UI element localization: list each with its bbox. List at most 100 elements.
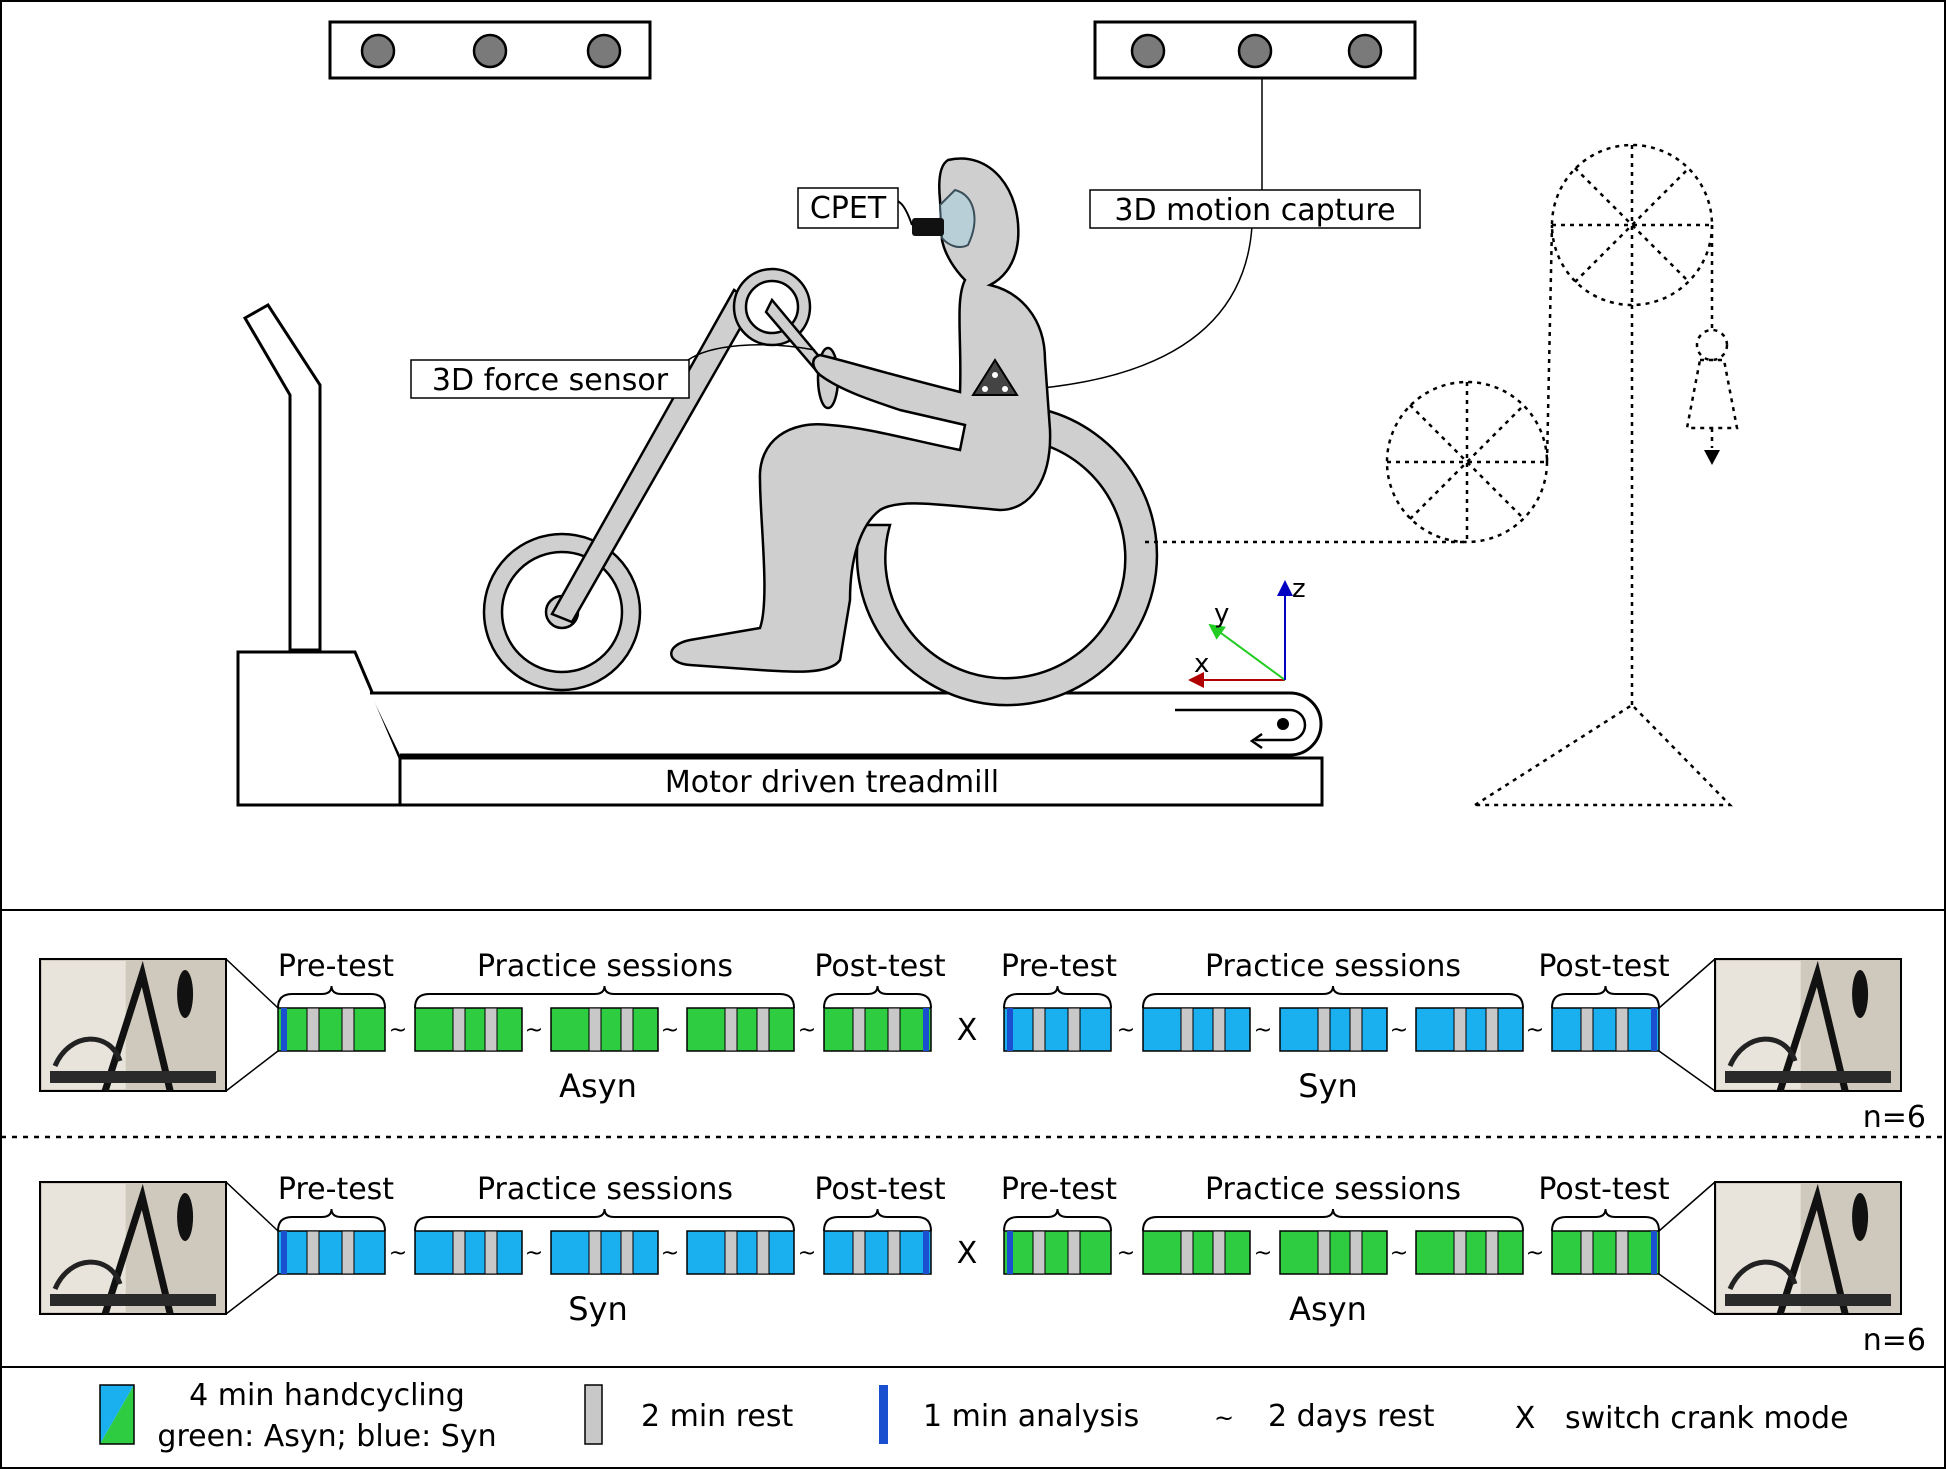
- phase-brace: [1003, 1208, 1112, 1232]
- post-test-label: Post-test: [1538, 949, 1669, 984]
- practice-sessions-label: Practice sessions: [477, 1172, 733, 1207]
- rest-bar: [1615, 1230, 1629, 1275]
- rest-bar: [484, 1007, 498, 1052]
- rest-bar: [756, 1007, 770, 1052]
- rest-bar: [1212, 1230, 1226, 1275]
- photo-crank-handle: [177, 970, 194, 1018]
- handcycling-block-Asyn: [686, 1007, 795, 1052]
- handcycling-block-Asyn: [550, 1007, 659, 1052]
- two-days-rest-marker: ~: [661, 1018, 679, 1043]
- rest-bar: [724, 1230, 738, 1275]
- rest-bar: [887, 1007, 901, 1052]
- rest-bar: [1212, 1007, 1226, 1052]
- rest-bar: [1580, 1230, 1594, 1275]
- rest-bar: [1180, 1230, 1194, 1275]
- rest-bar: [620, 1007, 634, 1052]
- two-days-rest-marker: ~: [1526, 1241, 1544, 1266]
- rest-bar: [1180, 1007, 1194, 1052]
- phase-brace: [277, 1208, 386, 1232]
- practice-sessions-label: Practice sessions: [477, 949, 733, 984]
- axis-z-label: z: [1292, 574, 1306, 604]
- crank-mode-label: Asyn: [1289, 1290, 1367, 1328]
- phase-brace: [823, 1208, 932, 1232]
- rest-bar: [588, 1230, 602, 1275]
- rest-bar: [341, 1007, 355, 1052]
- rest-bar: [588, 1007, 602, 1052]
- handcycling-block-Asyn: [277, 1007, 386, 1052]
- crank-mode-label: Asyn: [559, 1067, 637, 1105]
- handcycling-block-Syn: [823, 1230, 932, 1275]
- analysis-bar: [1007, 1231, 1013, 1274]
- legend-switch-symbol: X: [1515, 1401, 1536, 1436]
- post-test-label: Post-test: [1538, 1172, 1669, 1207]
- handcycling-block-Asyn: [1142, 1230, 1251, 1275]
- crank-mode-label: Syn: [568, 1290, 628, 1328]
- athlete-figure: [670, 157, 1052, 673]
- two-days-rest-marker: ~: [389, 1018, 407, 1043]
- legend-rest-swatch: [584, 1384, 603, 1445]
- rest-bar: [1349, 1007, 1363, 1052]
- label-cpet: CPET: [797, 187, 899, 229]
- rest-bar: [306, 1007, 320, 1052]
- rest-bar: [452, 1230, 466, 1275]
- legend-handcycling-line2: green: Asyn; blue: Syn: [157, 1419, 496, 1454]
- crank-mode-label: Syn: [1298, 1067, 1358, 1105]
- two-days-rest-marker: ~: [1390, 1018, 1408, 1043]
- photo-cable: [52, 1036, 123, 1068]
- photo-floor: [50, 1294, 216, 1306]
- legend: 4 min handcycling green: Asyn; blue: Syn…: [99, 1378, 1849, 1454]
- rest-bar: [1349, 1230, 1363, 1275]
- analysis-bar: [1651, 1008, 1657, 1051]
- rest-bar: [620, 1230, 634, 1275]
- rest-bar: [1453, 1007, 1467, 1052]
- two-days-rest-marker: ~: [1254, 1241, 1272, 1266]
- rest-bar: [1032, 1007, 1046, 1052]
- rest-bar: [341, 1230, 355, 1275]
- rest-bar: [852, 1007, 866, 1052]
- rest-bar: [1485, 1230, 1499, 1275]
- two-days-rest-marker: ~: [661, 1241, 679, 1266]
- legend-switch-text: switch crank mode: [1565, 1401, 1849, 1436]
- handcycling-block-Syn: [277, 1230, 386, 1275]
- two-days-rest-marker: ~: [1117, 1241, 1135, 1266]
- pre-test-label: Pre-test: [1001, 1172, 1117, 1207]
- phase-brace: [1142, 985, 1524, 1009]
- phase-brace: [1551, 985, 1660, 1009]
- label-motion-capture: 3D motion capture: [1089, 189, 1421, 229]
- two-days-rest-marker: ~: [1254, 1018, 1272, 1043]
- post-test-label: Post-test: [814, 949, 945, 984]
- rest-bar: [1453, 1230, 1467, 1275]
- rest-bar: [724, 1007, 738, 1052]
- two-days-rest-marker: ~: [1526, 1018, 1544, 1043]
- handcycling-block-Asyn: [1415, 1230, 1524, 1275]
- pre-test-label: Pre-test: [1001, 949, 1117, 984]
- legend-handcycling-swatch: [99, 1384, 135, 1445]
- pre-test-label: Pre-test: [278, 1172, 394, 1207]
- sample-size-label: n=6: [1863, 1323, 1926, 1358]
- two-days-rest-marker: ~: [798, 1018, 816, 1043]
- coordinate-axes: [1188, 580, 1293, 688]
- handcycling-block-Syn: [686, 1230, 795, 1275]
- rest-bar: [1032, 1230, 1046, 1275]
- analysis-bar: [281, 1008, 287, 1051]
- rest-bar: [852, 1230, 866, 1275]
- rest-bar: [1067, 1007, 1081, 1052]
- photo-cable: [1727, 1036, 1798, 1068]
- motion-camera-left: [328, 20, 652, 80]
- handcycling-block-Asyn: [1551, 1230, 1660, 1275]
- handcycling-block-Syn: [414, 1230, 523, 1275]
- motion-marker-cluster: [971, 358, 1019, 396]
- legend-days-rest-text: 2 days rest: [1268, 1399, 1435, 1434]
- treadmill: [236, 303, 1324, 807]
- rest-bar: [1485, 1007, 1499, 1052]
- practice-sessions-label: Practice sessions: [1205, 949, 1461, 984]
- photo-floor: [50, 1071, 216, 1083]
- rest-bar: [1580, 1007, 1594, 1052]
- phase-brace: [414, 985, 795, 1009]
- pre-test-label: Pre-test: [278, 949, 394, 984]
- handcycling-block-Syn: [1142, 1007, 1251, 1052]
- rest-bar: [484, 1230, 498, 1275]
- rest-bar: [306, 1230, 320, 1275]
- rest-bar: [1615, 1007, 1629, 1052]
